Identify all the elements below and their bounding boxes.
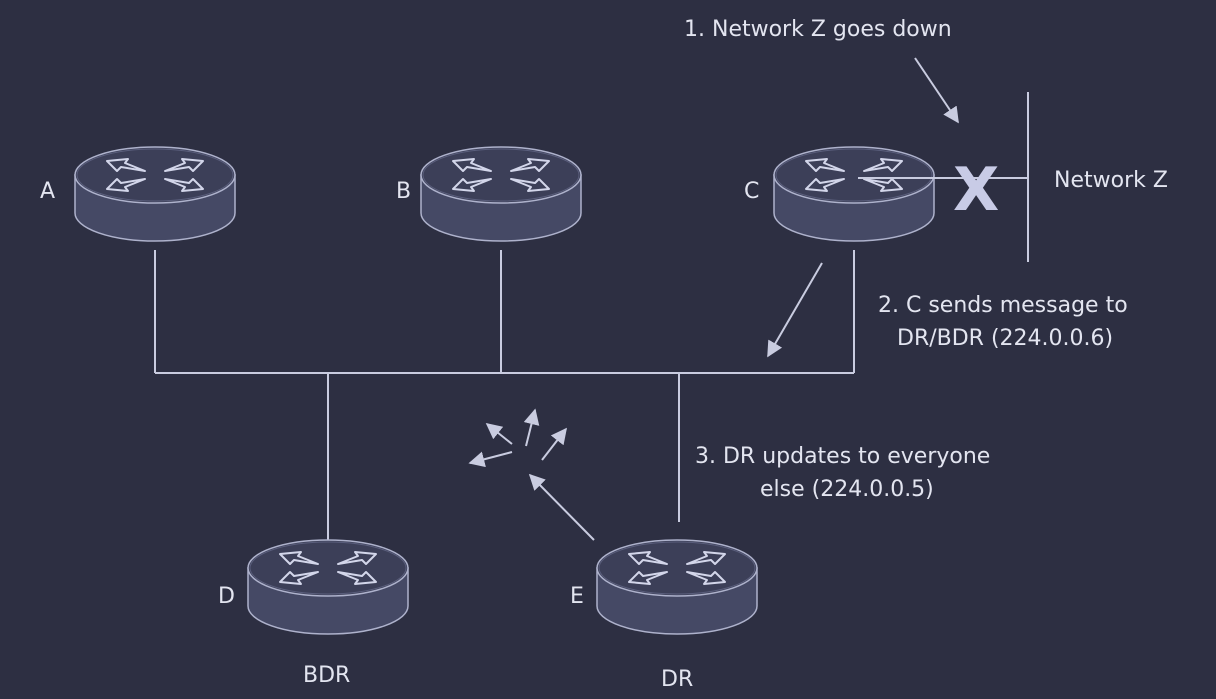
step1-text: 1. Network Z goes down [684, 17, 952, 42]
multicast-arrow-icon [523, 408, 540, 447]
router-d-role: BDR [303, 663, 350, 688]
failure-x-icon: X [953, 155, 999, 225]
router-c-label: C [744, 179, 759, 204]
router-d: D BDR [218, 539, 409, 688]
router-icon [74, 146, 236, 242]
router-e-role: DR [661, 667, 693, 692]
step2-text-line2: DR/BDR (224.0.0.6) [897, 326, 1113, 351]
router-icon [420, 146, 582, 242]
multicast-arrow-icon [485, 423, 513, 445]
router-icon [247, 539, 409, 635]
router-b-label: B [396, 179, 411, 204]
step3-text-line2: else (224.0.0.5) [760, 477, 934, 502]
router-b: B [396, 146, 582, 242]
router-e-label: E [570, 584, 584, 609]
router-d-label: D [218, 584, 235, 609]
router-c: C [744, 146, 935, 242]
router-e: E DR [570, 539, 758, 692]
lan-segment [154, 250, 855, 540]
router-icon [596, 539, 758, 635]
step2-text-line1: 2. C sends message to [878, 293, 1128, 318]
multicast-arrow-icon [541, 427, 567, 461]
network-z-label: Network Z [1054, 168, 1168, 193]
step1-arrow-icon [914, 57, 959, 124]
step3-arrow-icon [528, 473, 595, 541]
router-a-label: A [40, 179, 55, 204]
router-a: A [40, 146, 236, 242]
step2-arrow-icon [767, 262, 823, 358]
step3-text-line1: 3. DR updates to everyone [695, 444, 990, 469]
multicast-arrow-icon [468, 451, 513, 468]
router-icon [773, 146, 935, 242]
network-z: X Network Z [860, 92, 1168, 262]
